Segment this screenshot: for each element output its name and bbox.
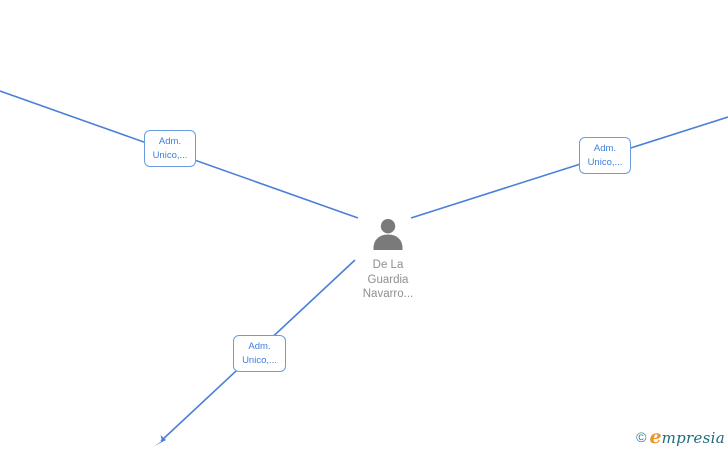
edge-label-line: Unico,...	[242, 354, 277, 366]
edge-label-top-right[interactable]: Adm. Unico,...	[579, 137, 631, 174]
edge-label-line: Adm.	[248, 341, 271, 352]
edge-label-top-left[interactable]: Adm. Unico,...	[144, 130, 196, 167]
edge-label-line: Adm.	[158, 136, 182, 147]
brand-name-text: mpresia	[661, 429, 725, 447]
edge-label-line: Unico,...	[587, 156, 623, 168]
edge-label-line: Adm.	[593, 143, 617, 154]
center-person-name: De La Guardia Navarro...	[340, 258, 436, 302]
center-person-name-line: Navarro...	[362, 288, 414, 300]
edge-label-bottom-left[interactable]: Adm. Unico,...	[233, 335, 286, 372]
center-person-name-line: Guardia	[367, 273, 409, 286]
center-person-node[interactable]: De La Guardia Navarro...	[340, 219, 436, 302]
brand-initial-letter: e	[649, 426, 662, 448]
empresia-watermark-logo: ©empresia	[636, 427, 725, 449]
person-icon	[369, 219, 407, 250]
edge-top-right-line	[410, 116, 728, 219]
center-person-name-line: De La	[372, 259, 404, 271]
edge-label-line: Unico,...	[152, 149, 188, 161]
copyright-icon: ©	[636, 429, 647, 445]
arrowhead-icon	[153, 435, 166, 447]
